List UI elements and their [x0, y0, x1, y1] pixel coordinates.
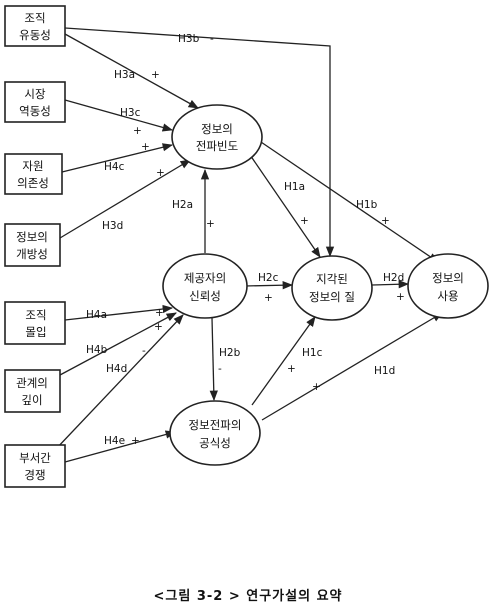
edge-sign-h3a: + — [151, 69, 160, 81]
edge-label-h2d: H2d — [383, 272, 404, 284]
edge-h3d — [59, 159, 191, 239]
edge-h4b — [59, 312, 177, 376]
node-label-line1: 정보의 — [432, 271, 464, 285]
edge-sign-h4e: + — [131, 435, 140, 447]
edge-label-h4d: H4d — [106, 363, 127, 375]
edge-h1d — [261, 312, 443, 421]
node-label-line1: 조직 — [25, 308, 46, 322]
edge-labels: H3b - H3a + H3c + H4c + H3d + H2a + H1a … — [86, 33, 405, 447]
edge-h3b — [64, 27, 335, 258]
edge-sign-h1c: + — [287, 363, 296, 375]
edge-sign-h2c: + — [264, 292, 273, 304]
node-label-line1: 정보의 — [201, 122, 233, 136]
edge-label-h3c: H3c — [120, 107, 141, 119]
node-label-line2: 정보의 질 — [309, 290, 355, 304]
node-label-line1: 자원 — [22, 159, 43, 173]
edge-sign-h4c: + — [141, 141, 150, 153]
edge-sign-h1d: + — [312, 381, 321, 393]
node-interdept-competition: 부서간 경쟁 — [4, 444, 66, 488]
edge-sign-h4a: + — [155, 307, 164, 319]
node-relationship-depth: 관계의 깊이 — [4, 369, 61, 413]
edges — [54, 27, 443, 463]
node-label-line1: 시장 — [24, 87, 46, 101]
edge-label-h4e: H4e — [104, 435, 125, 447]
edge-sign-h3b: - — [210, 33, 214, 45]
edge-sign-h3c: + — [133, 125, 142, 137]
node-info-openness: 정보의 개방성 — [4, 223, 61, 267]
node-label-line1: 제공자의 — [184, 271, 226, 285]
node-label-line2: 깊이 — [21, 393, 42, 407]
edge-sign-h4d: + — [154, 321, 163, 333]
node-label-line2: 경쟁 — [24, 468, 45, 482]
edge-label-h2c: H2c — [258, 272, 279, 284]
node-label-line2: 몰입 — [25, 325, 46, 339]
figure-caption: <그림 3-2 > 연구가설의 요약 — [153, 589, 343, 604]
edge-h4a — [64, 304, 174, 321]
edge-label-h4a: H4a — [86, 309, 107, 321]
node-label-line2: 사용 — [437, 289, 458, 303]
node-org-fluidity: 조직 유동성 — [4, 5, 66, 47]
node-label-line2: 유동성 — [19, 28, 51, 42]
node-label-line1: 부서간 — [19, 451, 51, 465]
node-label-line2: 공식성 — [199, 436, 231, 450]
node-info-transfer-formality: 정보전파의 공식성 — [169, 400, 261, 466]
node-label-line1: 정보전파의 — [189, 418, 242, 432]
edge-h2d — [371, 280, 410, 289]
edge-sign-h2b: - — [218, 363, 222, 375]
node-provider-trust: 제공자의 신뢰성 — [162, 253, 248, 319]
edge-h4c — [61, 143, 174, 173]
node-perceived-quality: 지각된 정보의 질 — [291, 255, 373, 321]
edge-label-h1b: H1b — [356, 199, 378, 211]
edge-sign-h1b: + — [381, 215, 390, 227]
node-resource-dependence: 자원 의존성 — [4, 153, 63, 195]
edge-h4d — [54, 314, 184, 451]
edge-label-h3d: H3d — [102, 220, 123, 232]
edge-h3a — [64, 33, 199, 109]
edge-h1c — [251, 316, 316, 406]
node-label-line2: 개방성 — [16, 247, 48, 261]
edge-label-h3a: H3a — [114, 69, 135, 81]
node-info-use: 정보의 사용 — [407, 253, 489, 319]
node-market-dynamism: 시장 역동성 — [4, 81, 66, 123]
edge-sign-h4b: - — [142, 345, 146, 357]
edge-sign-h3d: + — [156, 167, 165, 179]
edge-label-h2a: H2a — [172, 199, 193, 211]
edge-h2c — [244, 281, 294, 290]
edge-sign-h1a: + — [300, 215, 309, 227]
node-info-transfer-frequency: 정보의 전파빈도 — [171, 104, 263, 170]
node-label-line2: 전파빈도 — [196, 139, 238, 153]
node-org-commitment: 조직 몰입 — [4, 301, 66, 345]
edge-h1b — [257, 139, 439, 263]
edge-label-h2b: H2b — [219, 347, 241, 359]
edge-sign-h2d: + — [396, 291, 405, 303]
edge-label-h4b: H4b — [86, 344, 108, 356]
edge-label-h4c: H4c — [104, 161, 125, 173]
node-label-line1: 조직 — [24, 11, 45, 25]
node-label-line2: 신뢰성 — [189, 289, 221, 303]
edge-label-h1a: H1a — [284, 181, 305, 193]
edge-h1a — [247, 151, 321, 258]
edge-h2b — [209, 317, 218, 402]
edge-h4e — [64, 430, 177, 463]
edge-sign-h2a: + — [206, 218, 215, 230]
edge-label-h1d: H1d — [374, 365, 395, 377]
node-label-line1: 지각된 — [316, 272, 348, 286]
edge-label-h1c: H1c — [302, 347, 323, 359]
edge-h3c — [64, 99, 174, 132]
edge-label-h3b: H3b — [178, 33, 200, 45]
node-label-line1: 관계의 — [16, 376, 48, 390]
node-label-line2: 역동성 — [19, 104, 51, 118]
node-label-line2: 의존성 — [17, 176, 49, 190]
node-label-line1: 정보의 — [16, 230, 48, 244]
